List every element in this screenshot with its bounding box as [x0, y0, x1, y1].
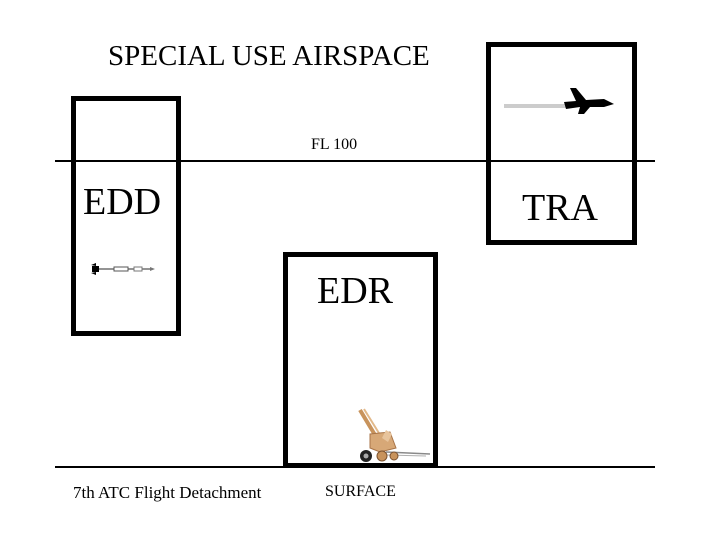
missile-icon — [91, 263, 155, 275]
edd-label: EDD — [83, 181, 162, 223]
fighter-jet-icon — [504, 88, 614, 114]
altitude-label: FL 100 — [311, 136, 358, 153]
fl100-line — [55, 160, 655, 162]
surface-label: SURFACE — [325, 483, 396, 500]
edr-label: EDR — [317, 270, 393, 312]
footer-org-label: 7th ATC Flight Detachment — [73, 483, 262, 502]
diagram-title: SPECIAL USE AIRSPACE — [108, 40, 430, 72]
tra-box — [486, 42, 637, 245]
edr-box — [283, 252, 438, 468]
artillery-icon — [358, 408, 431, 462]
tra-label: TRA — [522, 187, 598, 229]
edd-box — [71, 96, 181, 336]
